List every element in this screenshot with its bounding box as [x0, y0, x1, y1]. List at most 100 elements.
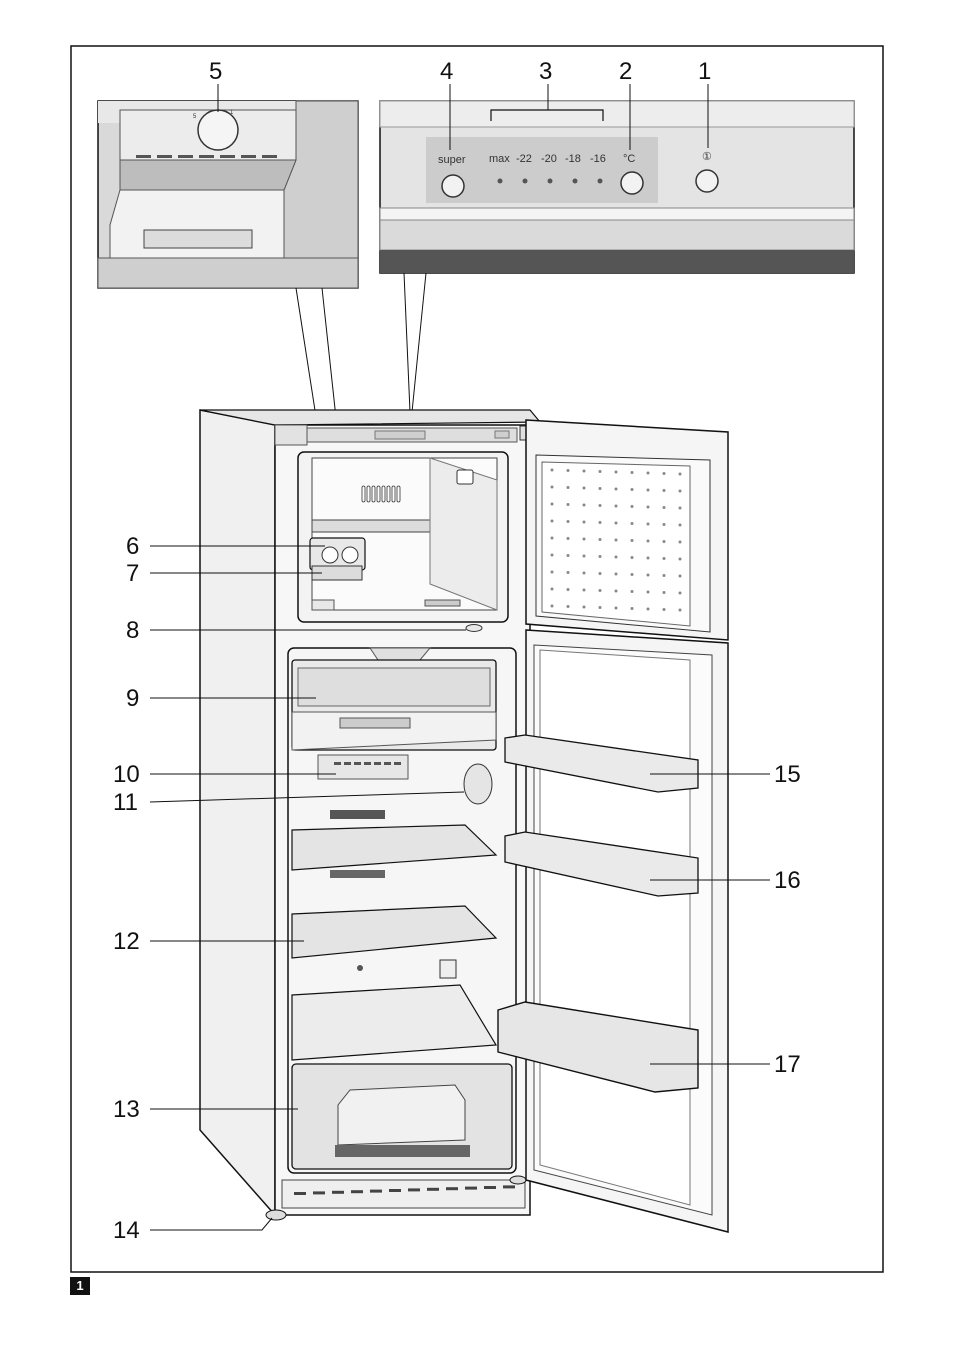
- door-shelf[interactable]: [504, 734, 699, 793]
- liner-dot: [630, 522, 634, 525]
- callout-2: 2: [619, 58, 632, 85]
- freezer-rib: [366, 485, 371, 503]
- liner-dot: [630, 556, 634, 559]
- glass-shelf[interactable]: [291, 905, 498, 959]
- liner-dot: [678, 540, 682, 544]
- base-vent-slots: [294, 1185, 515, 1195]
- temp-label-22: -22: [516, 153, 532, 165]
- liner-dot: [582, 503, 586, 507]
- super-button[interactable]: [441, 174, 465, 198]
- base-slot: [503, 1185, 515, 1189]
- temp-label-20: -20: [541, 153, 557, 165]
- liner-dot: [678, 574, 682, 578]
- liner-dot: [614, 606, 618, 610]
- freezer-door-liner-dots: [550, 468, 682, 612]
- liner-dot: [566, 554, 570, 557]
- base-slot: [427, 1187, 439, 1191]
- temp-indicator-16: [597, 178, 603, 184]
- callout-17: 17: [774, 1051, 801, 1078]
- liner-dot: [582, 486, 586, 490]
- liner-dot: [566, 520, 570, 523]
- liner-dot: [614, 538, 618, 542]
- door-bottle-shelf[interactable]: [504, 831, 699, 897]
- liner-dot: [550, 553, 554, 557]
- freezer-vent-ribs: [361, 485, 401, 503]
- liner-dot: [550, 570, 554, 574]
- vent-slot: [178, 155, 193, 158]
- liner-dot: [646, 556, 650, 560]
- freezer-rib: [386, 485, 391, 503]
- callout-11: 11: [113, 789, 138, 816]
- vent-slot: [334, 762, 341, 765]
- liner-dot: [662, 557, 666, 560]
- vent-slot: [364, 762, 371, 765]
- liner-dot: [662, 608, 666, 611]
- liner-dot: [630, 539, 634, 542]
- liner-dot: [566, 486, 570, 489]
- temp-indicator-max: [497, 178, 503, 184]
- liner-dot: [662, 540, 666, 543]
- liner-dot: [646, 573, 650, 577]
- liner-dot: [646, 471, 650, 475]
- base-slot: [313, 1191, 325, 1195]
- vent-slot: [394, 762, 401, 765]
- thermostat-knob[interactable]: [197, 109, 239, 151]
- liner-dot: [630, 573, 634, 576]
- liner-dot: [566, 503, 570, 506]
- liner-dot: [614, 572, 618, 576]
- liner-dot: [678, 557, 682, 561]
- callout-8: 8: [126, 617, 139, 644]
- leader-lines: [149, 84, 770, 1231]
- liner-dot: [678, 506, 682, 510]
- liner-dot: [678, 591, 682, 595]
- bracket-3: [490, 109, 604, 121]
- super-label: super: [438, 154, 466, 166]
- power-button[interactable]: [695, 169, 719, 193]
- max-label: max: [489, 153, 510, 165]
- knob-mark-5: 5: [193, 114, 197, 120]
- temp-label-16: -16: [590, 153, 606, 165]
- liner-dot: [630, 590, 634, 593]
- liner-dot: [646, 488, 650, 492]
- liner-dot: [598, 606, 602, 609]
- liner-dot: [550, 468, 554, 472]
- liner-dot: [630, 505, 634, 508]
- liner-dot: [566, 588, 570, 591]
- vent-slot: [344, 762, 351, 765]
- liner-dot: [646, 505, 650, 509]
- door-bottle-rack[interactable]: [497, 1001, 699, 1093]
- callout-4: 4: [440, 58, 453, 85]
- temp-set-button[interactable]: [620, 171, 644, 195]
- liner-dot: [582, 605, 586, 609]
- liner-dot: [598, 470, 602, 473]
- liner-dot: [614, 555, 618, 559]
- callout-3: 3: [539, 58, 552, 85]
- freezer-rib: [381, 485, 386, 503]
- glass-shelf[interactable]: [291, 824, 498, 871]
- base-slot: [370, 1189, 382, 1193]
- liner-dot: [582, 469, 586, 473]
- freezer-rib: [376, 485, 381, 503]
- adjustable-foot[interactable]: [265, 1209, 287, 1221]
- figure-frame: [70, 45, 884, 1273]
- liner-dot: [598, 572, 602, 575]
- fridge-vent-slots: [334, 762, 401, 765]
- callout-9: 9: [126, 685, 139, 712]
- liner-dot: [630, 488, 634, 491]
- callout-10: 10: [113, 761, 140, 788]
- liner-dot: [630, 471, 634, 474]
- vent-slot: [220, 155, 235, 158]
- temp-indicator-20: [547, 178, 553, 184]
- callout-15: 15: [774, 761, 801, 788]
- liner-dot: [662, 574, 666, 577]
- liner-dot: [614, 470, 618, 474]
- unit-label: °C: [623, 153, 635, 165]
- liner-dot: [678, 489, 682, 493]
- liner-dot: [566, 537, 570, 540]
- liner-dot: [598, 487, 602, 490]
- temp-indicator-18: [572, 178, 578, 184]
- liner-dot: [566, 469, 570, 472]
- vent-slot: [374, 762, 381, 765]
- base-slot: [408, 1188, 420, 1192]
- liner-dot: [678, 472, 682, 476]
